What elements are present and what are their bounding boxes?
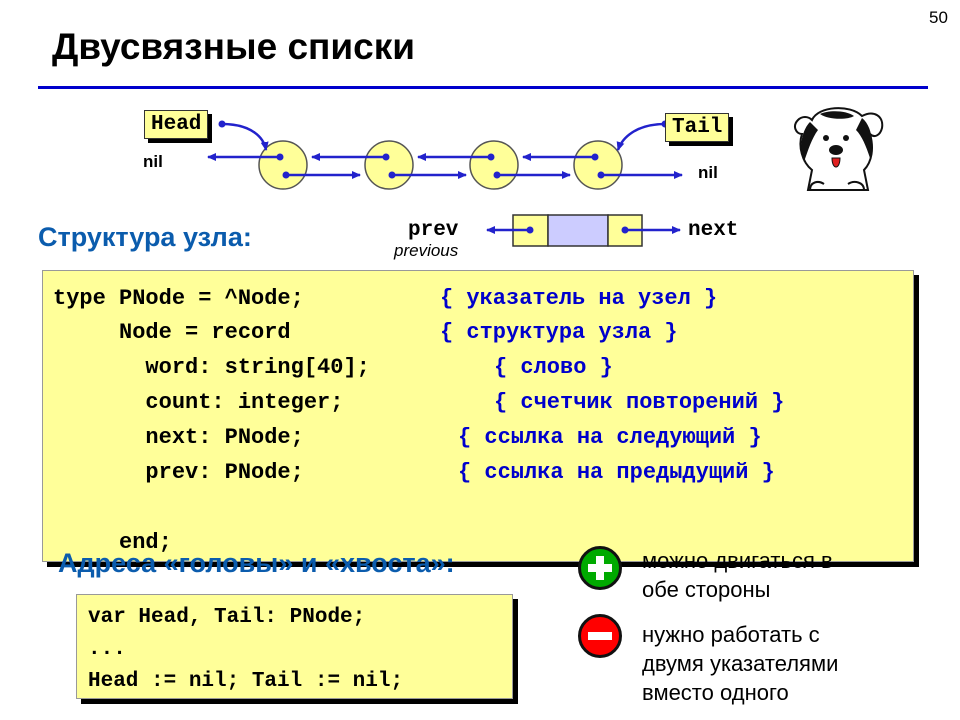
addresses-heading: Адреса «головы» и «хвоста»: xyxy=(58,548,455,578)
cons-line-1: нужно работать с xyxy=(642,622,820,647)
code-line-6: prev: PNode; xyxy=(53,460,304,485)
code-comment-6: { ссылка на предыдущий } xyxy=(458,460,775,485)
tail-arrow xyxy=(616,122,666,151)
node-structure-heading: Структура узла: xyxy=(38,222,252,252)
list-node-2 xyxy=(364,140,414,190)
pros-note: можно двигаться в обе стороны xyxy=(642,546,833,604)
code-line-3: word: string[40]; xyxy=(53,355,370,380)
tail-pointer-box: Tail xyxy=(665,113,730,142)
variables-code-box xyxy=(76,594,513,699)
linked-list-diagram xyxy=(207,120,683,190)
pros-line-1: можно двигаться в xyxy=(642,548,833,573)
code-comment-1: { указатель на узел } xyxy=(440,286,718,311)
list-node-3 xyxy=(469,140,519,190)
pros-line-2: обе стороны xyxy=(642,577,771,602)
cons-line-3: вместо одного xyxy=(642,680,789,705)
type-declaration-code-box xyxy=(42,270,914,562)
code-comment-2: { структура узла } xyxy=(440,320,678,345)
code-line-2: Node = record xyxy=(53,320,291,345)
prev-field-label: prev xyxy=(408,219,459,242)
nil-left-label: nil xyxy=(143,152,163,171)
code-comment-4: { счетчик повторений } xyxy=(494,390,785,415)
slide-title: Двусвязные списки xyxy=(52,26,415,67)
plus-icon xyxy=(578,546,622,590)
var-code-line-1: var Head, Tail: PNode; xyxy=(88,606,366,629)
code-comment-5: { ссылка на следующий } xyxy=(458,425,762,450)
list-node-1 xyxy=(258,140,308,190)
minus-icon xyxy=(578,614,622,658)
code-line-5: next: PNode; xyxy=(53,425,304,450)
var-code-line-3: Head := nil; Tail := nil; xyxy=(88,670,404,693)
cons-line-2: двумя указателями xyxy=(642,651,839,676)
code-line-4: count: integer; xyxy=(53,390,344,415)
code-line-1: type PNode = ^Node; xyxy=(53,286,304,311)
data-field xyxy=(547,214,609,247)
cons-note: нужно работать с двумя указателями вмест… xyxy=(642,620,838,707)
code-comment-3: { слово } xyxy=(494,355,613,380)
code-line-7: end; xyxy=(53,530,172,555)
slide-number: 50 xyxy=(929,8,948,27)
node-structure-diagram xyxy=(486,214,681,247)
previous-caption: previous xyxy=(394,241,459,260)
next-field-label: next xyxy=(688,219,739,242)
head-pointer-box: Head xyxy=(144,110,209,139)
list-node-4 xyxy=(573,140,623,190)
dog-mascot-image xyxy=(794,107,884,191)
head-arrow xyxy=(221,122,269,151)
var-code-line-2: ... xyxy=(88,638,126,661)
nil-right-label: nil xyxy=(698,163,718,182)
list-nodes xyxy=(258,140,623,190)
title-underline xyxy=(38,86,928,89)
